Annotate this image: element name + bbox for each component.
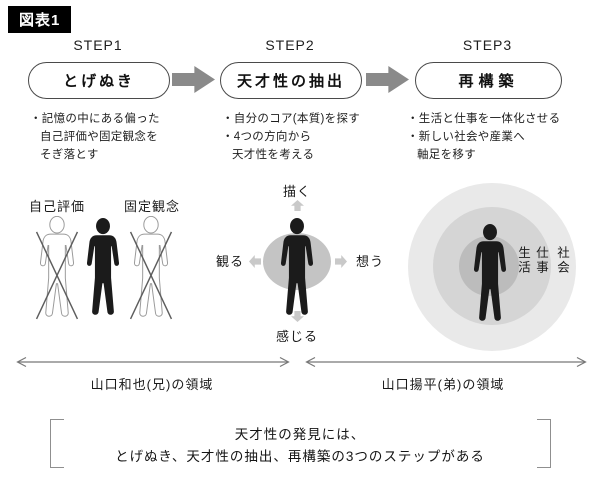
domain-label-yohei: 山口揚平(弟)の領域 xyxy=(381,377,505,392)
self-evaluation-label: 自己評価 xyxy=(28,199,85,214)
conclusion-line-2: とげぬき、天才性の抽出、再構築の3つのステップがある xyxy=(115,449,485,464)
step1-pill: とげぬき xyxy=(28,62,170,99)
step2-notes: ・自分のコア(本質)を探す ・4つの方向から 天才性を考える xyxy=(222,111,397,164)
direction-draw-label: 描く xyxy=(282,184,311,199)
bracket-left xyxy=(50,419,64,468)
direction-observe-label: 観る xyxy=(215,254,244,269)
step3-title: 再構築 xyxy=(458,73,519,90)
note-line: そぎ落とす xyxy=(40,148,99,161)
note-line: 自己評価や固定観念を xyxy=(40,130,158,143)
ring-label-life: 生活 xyxy=(516,246,530,275)
step1-notes: ・記憶の中にある偏った 自己評価や固定観念を そぎ落とす xyxy=(30,111,205,164)
ring-label-society: 社会 xyxy=(555,246,569,275)
figure-number-chip: 図表1 xyxy=(8,6,72,33)
fixed-ideas-label: 固定観念 xyxy=(123,199,180,214)
ring-label-work: 仕事 xyxy=(534,246,548,275)
direction-feel-label: 感じる xyxy=(275,329,318,344)
conclusion-line-1: 天才性の発見には、 xyxy=(234,427,366,442)
note-line: ・新しい社会や産業へ xyxy=(407,130,525,143)
person-silhouette xyxy=(280,218,314,315)
note-line: ・生活と仕事を一体化させる xyxy=(407,113,561,125)
step2-header: STEP2 xyxy=(265,37,315,53)
bracket-right xyxy=(537,419,551,468)
domain-left-span-arrow xyxy=(16,356,290,368)
crossed-person-silhouette xyxy=(129,216,173,320)
step1-to-step2-arrow-icon xyxy=(172,66,215,93)
direction-up-arrow-icon xyxy=(291,200,304,211)
note-line: 天才性を考える xyxy=(232,148,315,161)
step3-pill: 再構築 xyxy=(415,62,562,99)
step3-notes: ・生活と仕事を一体化させる ・新しい社会や産業へ 軸足を移す xyxy=(407,111,587,164)
person-silhouette xyxy=(473,224,507,321)
step1-header: STEP1 xyxy=(73,37,123,53)
step2-to-step3-arrow-icon xyxy=(366,66,409,93)
step1-title: とげぬき xyxy=(63,73,135,90)
person-silhouette xyxy=(86,218,120,315)
step2-title: 天才性の抽出 xyxy=(236,73,345,90)
direction-right-arrow-icon xyxy=(335,255,347,268)
note-line: ・記憶の中にある偏った xyxy=(30,113,160,125)
step2-pill: 天才性の抽出 xyxy=(220,62,362,99)
note-line: 軸足を移す xyxy=(417,148,476,161)
note-line: ・4つの方向から xyxy=(222,130,312,143)
note-line: ・自分のコア(本質)を探す xyxy=(222,113,361,125)
crossed-person-silhouette xyxy=(35,216,79,320)
step3-header: STEP3 xyxy=(462,37,513,53)
direction-imagine-label: 想う xyxy=(355,254,384,269)
domain-right-span-arrow xyxy=(305,356,587,368)
direction-down-arrow-icon xyxy=(291,311,304,322)
domain-label-kazuya: 山口和也(兄)の領域 xyxy=(90,377,214,392)
